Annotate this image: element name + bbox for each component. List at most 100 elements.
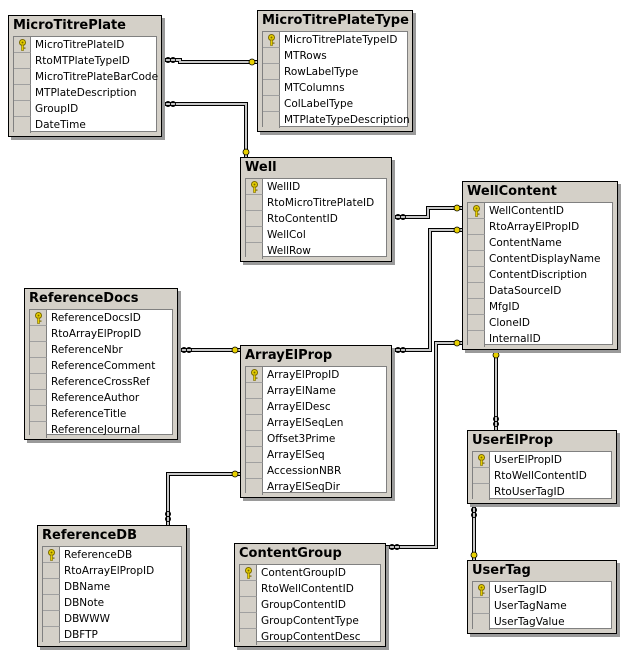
- column-row[interactable]: DBWWW: [43, 611, 181, 627]
- row-selector[interactable]: [246, 431, 263, 447]
- column-row[interactable]: RtoContentID: [246, 211, 386, 227]
- column-row[interactable]: CloneID: [468, 315, 612, 331]
- column-row[interactable]: GroupContentDesc: [240, 629, 380, 645]
- row-selector[interactable]: [468, 251, 485, 267]
- row-selector[interactable]: [263, 32, 280, 48]
- row-selector[interactable]: [43, 595, 60, 611]
- row-selector[interactable]: [246, 399, 263, 415]
- row-selector[interactable]: [14, 85, 31, 101]
- row-selector[interactable]: [240, 613, 257, 629]
- row-selector[interactable]: [246, 195, 263, 211]
- column-row[interactable]: MTColumns: [263, 80, 407, 96]
- column-row[interactable]: UserTagName: [473, 598, 611, 614]
- row-selector[interactable]: [246, 383, 263, 399]
- column-row[interactable]: RtoMTPlateTypeID: [14, 53, 156, 69]
- row-selector[interactable]: [473, 452, 490, 468]
- row-selector[interactable]: [468, 299, 485, 315]
- row-selector[interactable]: [30, 326, 47, 342]
- table-title[interactable]: MicroTitrePlate: [13, 18, 126, 33]
- row-selector[interactable]: [246, 243, 263, 259]
- column-row[interactable]: InternalID: [468, 331, 612, 347]
- row-selector[interactable]: [14, 37, 31, 53]
- row-selector[interactable]: [468, 235, 485, 251]
- row-selector[interactable]: [43, 563, 60, 579]
- row-selector[interactable]: [14, 69, 31, 85]
- column-row[interactable]: WellID: [246, 179, 386, 195]
- table-title[interactable]: MicroTitrePlateType: [262, 13, 409, 28]
- row-selector[interactable]: [43, 611, 60, 627]
- row-selector[interactable]: [14, 53, 31, 69]
- row-selector[interactable]: [468, 267, 485, 283]
- row-selector[interactable]: [240, 565, 257, 581]
- row-selector[interactable]: [473, 614, 490, 630]
- row-selector[interactable]: [468, 219, 485, 235]
- column-row[interactable]: WellRow: [246, 243, 386, 259]
- column-row[interactable]: ContentName: [468, 235, 612, 251]
- column-row[interactable]: RtoWellContentID: [473, 468, 611, 484]
- row-selector[interactable]: [263, 48, 280, 64]
- column-row[interactable]: ReferenceTitle: [30, 406, 172, 422]
- column-row[interactable]: ContentDisplayName: [468, 251, 612, 267]
- column-row[interactable]: RtoArrayElPropID: [30, 326, 172, 342]
- table-title[interactable]: Well: [245, 160, 277, 175]
- row-selector[interactable]: [246, 447, 263, 463]
- table-title[interactable]: ReferenceDocs: [29, 291, 139, 306]
- column-row[interactable]: WellCol: [246, 227, 386, 243]
- row-selector[interactable]: [246, 367, 263, 383]
- row-selector[interactable]: [468, 203, 485, 219]
- row-selector[interactable]: [43, 579, 60, 595]
- table-title[interactable]: UserTag: [472, 563, 531, 578]
- row-selector[interactable]: [30, 406, 47, 422]
- column-row[interactable]: Offset3Prime: [246, 431, 386, 447]
- row-selector[interactable]: [246, 415, 263, 431]
- column-row[interactable]: ReferenceNbr: [30, 342, 172, 358]
- column-row[interactable]: ReferenceComment: [30, 358, 172, 374]
- column-row[interactable]: ArrayElName: [246, 383, 386, 399]
- row-selector[interactable]: [14, 117, 31, 133]
- row-selector[interactable]: [473, 582, 490, 598]
- column-row[interactable]: WellContentID: [468, 203, 612, 219]
- row-selector[interactable]: [473, 598, 490, 614]
- row-selector[interactable]: [246, 179, 263, 195]
- row-selector[interactable]: [263, 64, 280, 80]
- column-row[interactable]: AccessionNBR: [246, 463, 386, 479]
- column-row[interactable]: ArrayElSeqLen: [246, 415, 386, 431]
- column-row[interactable]: ContentDiscription: [468, 267, 612, 283]
- row-selector[interactable]: [240, 597, 257, 613]
- row-selector[interactable]: [30, 342, 47, 358]
- column-row[interactable]: GroupContentType: [240, 613, 380, 629]
- column-row[interactable]: ReferenceJournal: [30, 422, 172, 438]
- column-row[interactable]: ReferenceAuthor: [30, 390, 172, 406]
- column-row[interactable]: RowLabelType: [263, 64, 407, 80]
- column-row[interactable]: DBNote: [43, 595, 181, 611]
- column-row[interactable]: MicroTitrePlateBarCode: [14, 69, 158, 85]
- row-selector[interactable]: [468, 331, 485, 347]
- column-row[interactable]: RtoArrayElPropID: [468, 219, 612, 235]
- row-selector[interactable]: [246, 227, 263, 243]
- row-selector[interactable]: [473, 484, 490, 500]
- row-selector[interactable]: [240, 581, 257, 597]
- column-row[interactable]: ColLabelType: [263, 96, 407, 112]
- row-selector[interactable]: [43, 627, 60, 643]
- row-selector[interactable]: [246, 463, 263, 479]
- row-selector[interactable]: [246, 211, 263, 227]
- table-title[interactable]: WellContent: [467, 184, 557, 199]
- column-row[interactable]: MicroTitrePlateTypeID: [263, 32, 407, 48]
- row-selector[interactable]: [240, 629, 257, 645]
- row-selector[interactable]: [30, 358, 47, 374]
- column-row[interactable]: MTPlateTypeDescription: [263, 112, 410, 128]
- column-row[interactable]: ReferenceDB: [43, 547, 181, 563]
- row-selector[interactable]: [43, 547, 60, 563]
- column-row[interactable]: ReferenceCrossRef: [30, 374, 172, 390]
- row-selector[interactable]: [263, 96, 280, 112]
- row-selector[interactable]: [263, 80, 280, 96]
- row-selector[interactable]: [30, 310, 47, 326]
- column-row[interactable]: DataSourceID: [468, 283, 612, 299]
